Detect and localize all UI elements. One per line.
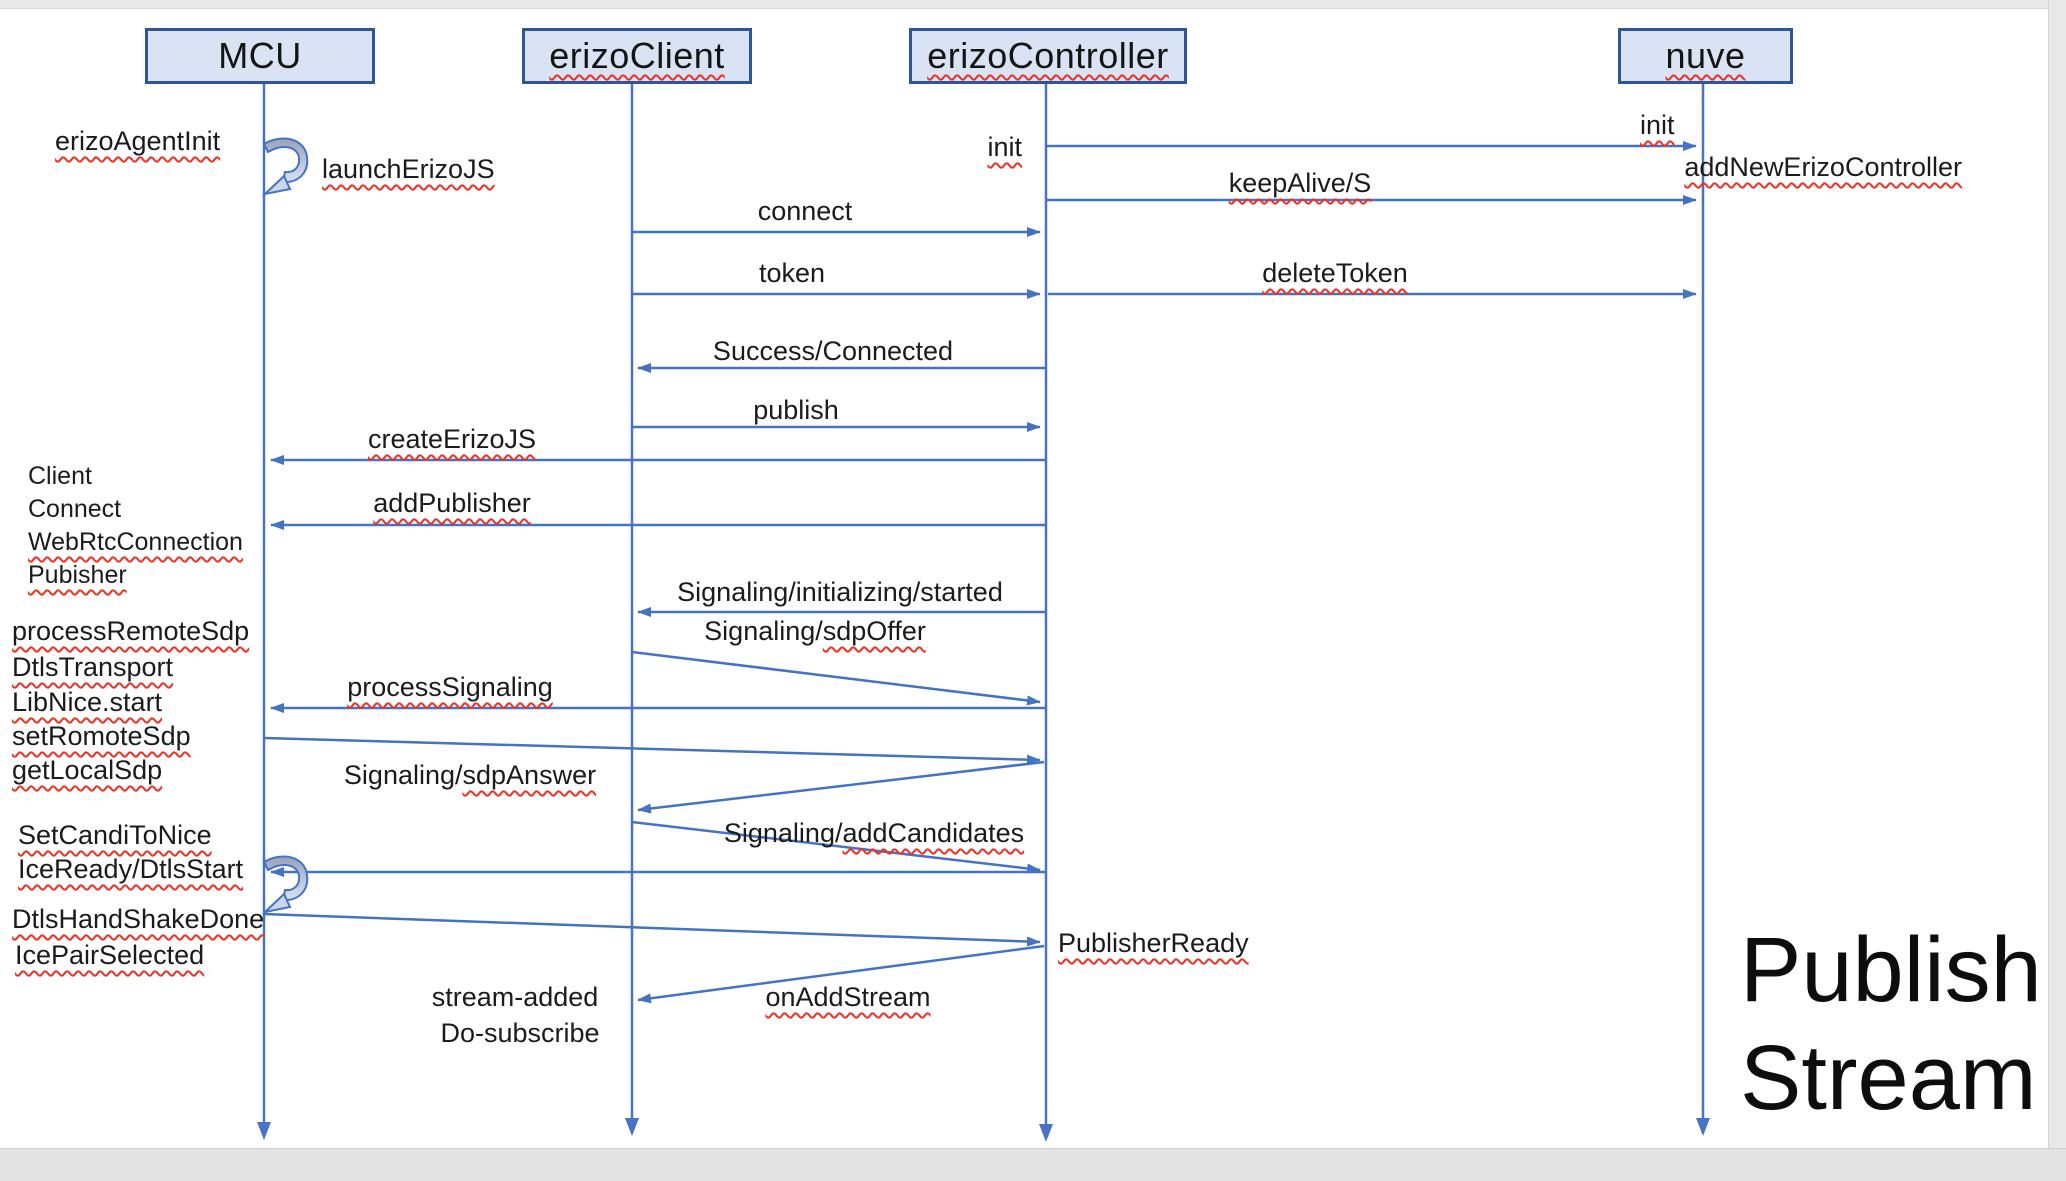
canvas-margin-bottom [0, 1148, 2066, 1181]
label-erizo-agent-init: erizoAgentInit [55, 126, 221, 156]
actor-label-erizocontroller: erizoController [927, 35, 1169, 76]
label-keepalive: keepAlive/S [1228, 168, 1372, 198]
note-dtls-handshake-done: DtlsHandShakeDone [12, 904, 265, 934]
actor-box-mcu: MCU [145, 28, 375, 84]
label-sdp-answer: Signaling/sdpAnswer [344, 760, 596, 791]
note-ice-pair-selected: IcePairSelected [15, 940, 205, 970]
label-signaling-initializing: Signaling/initializing/started [677, 577, 1003, 607]
arrow-on-add-stream [637, 944, 1045, 1004]
actor-label-mcu: MCU [218, 35, 302, 76]
label-launch-erizojs: launchErizoJS [322, 154, 495, 184]
label-do-subscribe: Do-subscribe [440, 1018, 600, 1048]
slide-title-line2: Stream [1740, 1027, 2037, 1129]
lifelines [262, 84, 1705, 1126]
label-sdp-offer-prefix: Signaling/ [704, 616, 823, 646]
actor-box-nuve: nuve [1618, 28, 1793, 84]
label-sdp-answer-word: sdpAnswer [462, 760, 597, 790]
lifeline-arrow-erizoclient [625, 1118, 639, 1136]
note-connect: Connect [28, 495, 122, 523]
arrow-sdp-answer-fwd [263, 736, 1041, 765]
note-webrtcconnection: WebRtcConnection [28, 528, 243, 556]
label-create-erizojs: createErizoJS [367, 424, 537, 454]
note-pubisher: Pubisher [28, 561, 127, 589]
label-publish: publish [753, 395, 839, 425]
lifeline-end-arrowheads [257, 1118, 1710, 1142]
note-client: Client [28, 462, 92, 490]
label-publisher-ready: PublisherReady [1058, 928, 1249, 958]
actor-label-erizoclient: erizoClient [549, 35, 725, 76]
slide-title: Publish Stream [1740, 916, 2042, 1132]
note-process-remote-sdp: processRemoteSdp [12, 616, 250, 646]
label-add-candidates-word: addCandidates [842, 818, 1025, 848]
note-libnice-start: LibNice.start [12, 687, 163, 717]
label-token: token [758, 258, 826, 288]
canvas-margin-top [0, 0, 2066, 9]
label-process-signaling: processSignaling [347, 672, 553, 702]
lifeline-arrow-erizocontroller [1039, 1124, 1053, 1142]
canvas-margin-right [2048, 0, 2066, 1180]
arrow-add-candidates [631, 820, 1041, 874]
label-connect: connect [757, 196, 853, 226]
label-init-controller: init [987, 132, 1022, 162]
label-on-add-stream: onAddStream [765, 982, 931, 1012]
label-stream-added: stream-added [431, 982, 599, 1012]
lifeline-arrow-nuve [1696, 1118, 1710, 1136]
label-sdp-answer-prefix: Signaling/ [343, 760, 463, 790]
label-sdp-offer-word: sdpOffer [822, 616, 926, 646]
note-dtls-transport: DtlsTransport [12, 652, 174, 682]
arrow-sdp-answer-back [637, 760, 1045, 814]
label-sdp-offer: Signaling/sdpOffer [704, 616, 926, 647]
actor-box-erizoclient: erizoClient [522, 28, 752, 84]
actor-box-erizocontroller: erizoController [909, 28, 1187, 84]
slide-title-line1: Publish [1740, 919, 2042, 1021]
self-loop-launch-erizojs [261, 137, 309, 196]
label-success-connected: Success/Connected [712, 336, 954, 366]
actor-label-nuve: nuve [1665, 35, 1746, 76]
self-loop-dtls-handshake [261, 855, 309, 914]
label-add-candidates-prefix: Signaling/ [723, 818, 843, 848]
note-set-candi-to-nice: SetCandiToNice [18, 820, 212, 850]
note-set-romote-sdp: setRomoteSdp [12, 721, 191, 751]
arrow-sdp-offer [631, 650, 1041, 706]
arrow-dtls-handshake-done [263, 912, 1041, 947]
note-ice-ready-dtls-start: IceReady/DtlsStart [18, 854, 244, 884]
label-delete-token: deleteToken [1262, 258, 1408, 288]
note-get-local-sdp: getLocalSdp [12, 755, 163, 785]
label-add-new-erizo-controller: addNewErizoController [1684, 152, 1962, 182]
label-add-publisher: addPublisher [373, 488, 531, 518]
label-add-candidates: Signaling/addCandidates [724, 818, 1024, 849]
lifeline-arrow-mcu [257, 1122, 271, 1140]
label-init-nuve: init [1640, 110, 1675, 140]
